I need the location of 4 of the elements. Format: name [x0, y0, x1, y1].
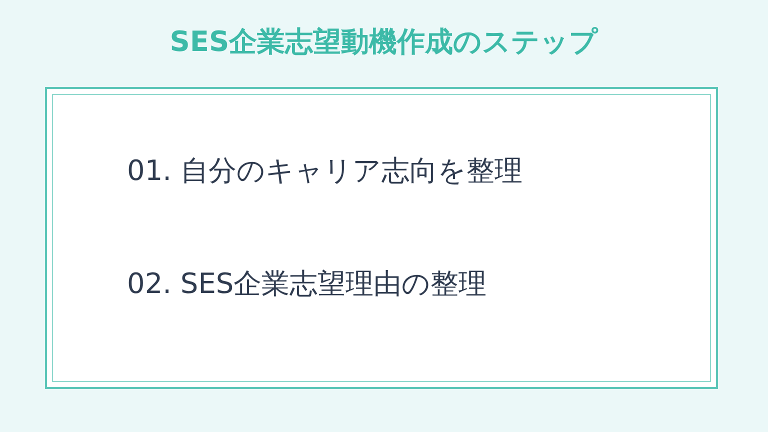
content-panel — [45, 87, 718, 389]
diagram-title: SES企業志望動機作成のステップ — [168, 24, 600, 60]
step-text: 02. SES企業志望理由の整理 — [127, 266, 487, 302]
step-text: 01. 自分のキャリア志向を整理 — [127, 153, 522, 189]
